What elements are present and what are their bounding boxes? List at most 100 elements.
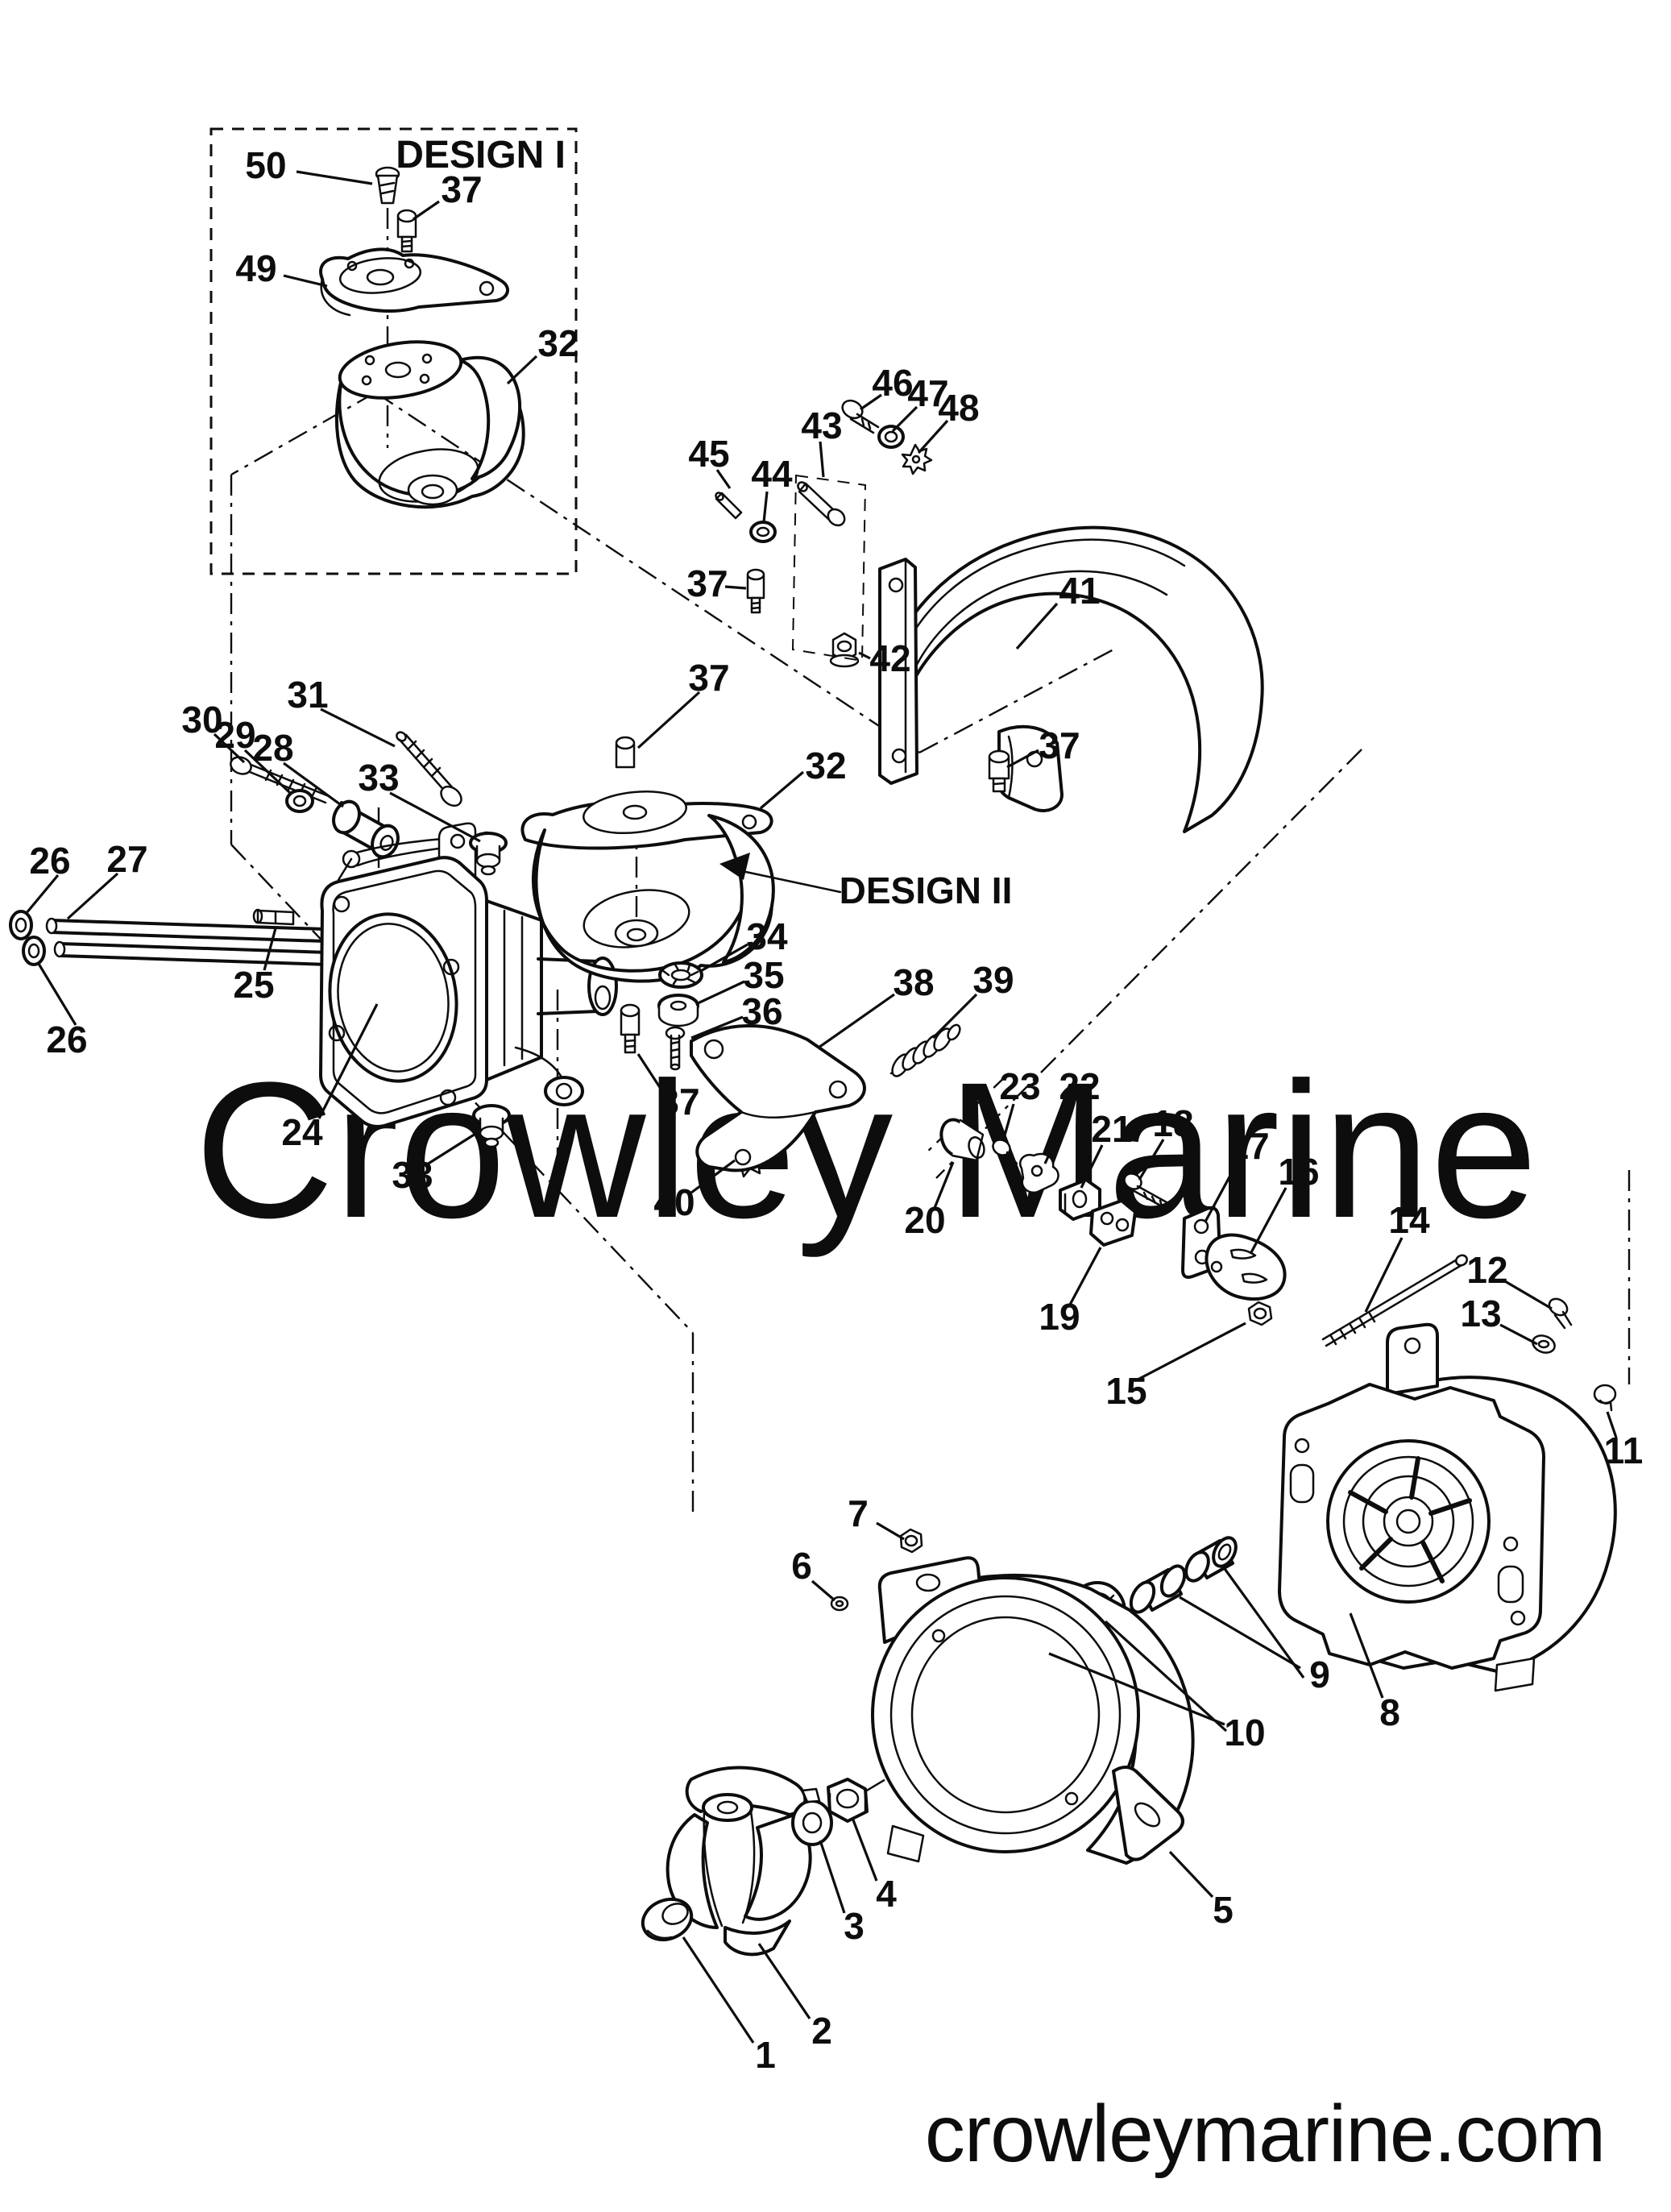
part-callout-21: 21 (1091, 1108, 1132, 1150)
part-callout-16: 16 (1278, 1151, 1319, 1193)
part-callout-25: 25 (233, 964, 274, 1006)
part-callout-31: 31 (287, 674, 328, 716)
part-callout-32: 32 (537, 322, 578, 364)
housing-5-drawing (871, 1556, 1195, 1865)
part-callout-37: 37 (441, 168, 482, 210)
leader-line-10 (1048, 1652, 1225, 1726)
part-callout-38: 38 (893, 961, 934, 1003)
leader-line-22 (1043, 1103, 1074, 1164)
lockwasher-34-drawing (658, 961, 703, 989)
screw-31-drawing (396, 731, 462, 807)
part-callout-24: 24 (281, 1111, 323, 1153)
leader-line-3 (819, 1840, 846, 1914)
part-callout-46: 46 (872, 362, 913, 404)
part-callout-33: 33 (392, 1154, 433, 1196)
leader-line-30 (213, 732, 246, 764)
leader-line-49 (283, 274, 328, 288)
housing-24-drawing (319, 822, 618, 1128)
leader-line-23 (1001, 1103, 1015, 1142)
leader-line-44 (762, 491, 769, 523)
part-callout-4: 4 (876, 1873, 897, 1915)
leader-line-28 (283, 762, 344, 808)
leader-line-27 (66, 872, 119, 920)
leader-line-37 (724, 585, 747, 590)
design-label-design-i: DESIGN I (396, 134, 566, 176)
part-callout-6: 6 (791, 1545, 812, 1587)
part-callout-11: 11 (1604, 1430, 1644, 1471)
leader-line-1 (682, 1936, 755, 2044)
leader-line-42 (858, 651, 871, 660)
leader-line-18 (1138, 1139, 1165, 1181)
nut-42-drawing (829, 632, 860, 668)
part-callout-9: 9 (1309, 1654, 1330, 1695)
part-callout-33: 33 (358, 757, 399, 799)
leader-line-4 (851, 1817, 878, 1882)
part-callout-7: 7 (848, 1492, 869, 1534)
nut-4-drawing (827, 1778, 869, 1823)
bushing-28-drawing (332, 799, 400, 859)
leader-line-7 (876, 1521, 905, 1541)
leader-line-11 (1606, 1411, 1618, 1438)
leader-line-45 (715, 469, 732, 489)
part-callout-1: 1 (755, 2034, 776, 2076)
leader-line-20 (933, 1161, 955, 1209)
leader-line-46 (860, 393, 882, 411)
grommet-33-lower-drawing (472, 1104, 511, 1148)
washer-29-drawing (285, 789, 314, 813)
screw-23-drawing (992, 1139, 1018, 1168)
leader-line-29 (243, 749, 292, 795)
part-callout-15: 15 (1105, 1370, 1146, 1412)
part-callout-23: 23 (999, 1065, 1040, 1107)
part-callout-44: 44 (751, 453, 793, 495)
leader-line-2 (757, 1943, 811, 2019)
leader-line-33 (426, 1128, 483, 1166)
part-callout-22: 22 (1059, 1065, 1100, 1107)
part-callout-30: 30 (181, 699, 222, 741)
part-callout-18: 18 (1152, 1102, 1193, 1144)
part-callout-41: 41 (1059, 570, 1100, 612)
part-callout-20: 20 (904, 1199, 945, 1241)
nozzle-32-design1-drawing (334, 340, 525, 509)
part-callout-13: 13 (1460, 1293, 1501, 1334)
leader-line-40 (690, 1159, 736, 1194)
part-callout-47: 47 (907, 372, 948, 414)
leader-line-37 (1006, 749, 1039, 769)
part-callout-45: 45 (688, 433, 729, 475)
leader-line-13 (1499, 1323, 1538, 1346)
stud-14-drawing (1321, 1254, 1469, 1347)
part-callout-50: 50 (245, 144, 286, 186)
part-callout-5: 5 (1213, 1889, 1234, 1931)
leader-line-6 (811, 1579, 836, 1602)
part-callout-35: 35 (743, 954, 784, 996)
leader-line-32 (759, 770, 805, 810)
leader-line-31 (320, 708, 396, 748)
leader-line-39 (931, 993, 978, 1040)
part-callout-39: 39 (972, 959, 1014, 1001)
part-callout-28: 28 (252, 727, 293, 769)
impeller-2-drawing (665, 1766, 812, 1957)
part-callout-2: 2 (811, 2010, 832, 2052)
footer-site-text: crowleymarine.com (925, 2089, 1605, 2179)
part-callout-37: 37 (686, 562, 728, 604)
leader-line-38 (818, 993, 895, 1049)
fitting-37-design1-drawing (396, 209, 417, 253)
leader-line-43 (819, 441, 825, 478)
leader-line-41 (1015, 602, 1059, 650)
leader-line-15 (1137, 1322, 1246, 1381)
part-callout-49: 49 (235, 247, 276, 289)
clamp-22-drawing (1019, 1152, 1059, 1194)
part-callout-26: 26 (46, 1019, 87, 1060)
star-washer-48-drawing (901, 443, 933, 475)
leader-line-5 (1168, 1850, 1214, 1899)
leader-line-35 (695, 980, 745, 1006)
part-callout-42: 42 (869, 637, 910, 679)
leader-line-32 (506, 355, 538, 385)
part-callout-8: 8 (1379, 1691, 1400, 1733)
nut-7-drawing (899, 1528, 923, 1554)
screw-12-drawing (1548, 1297, 1573, 1330)
leader-line-19 (1068, 1247, 1102, 1305)
nozzle-32-design2-drawing (520, 736, 775, 983)
part-callout-10: 10 (1224, 1712, 1265, 1753)
leader-line-8 (1349, 1612, 1384, 1699)
leader-line-12 (1504, 1280, 1553, 1310)
